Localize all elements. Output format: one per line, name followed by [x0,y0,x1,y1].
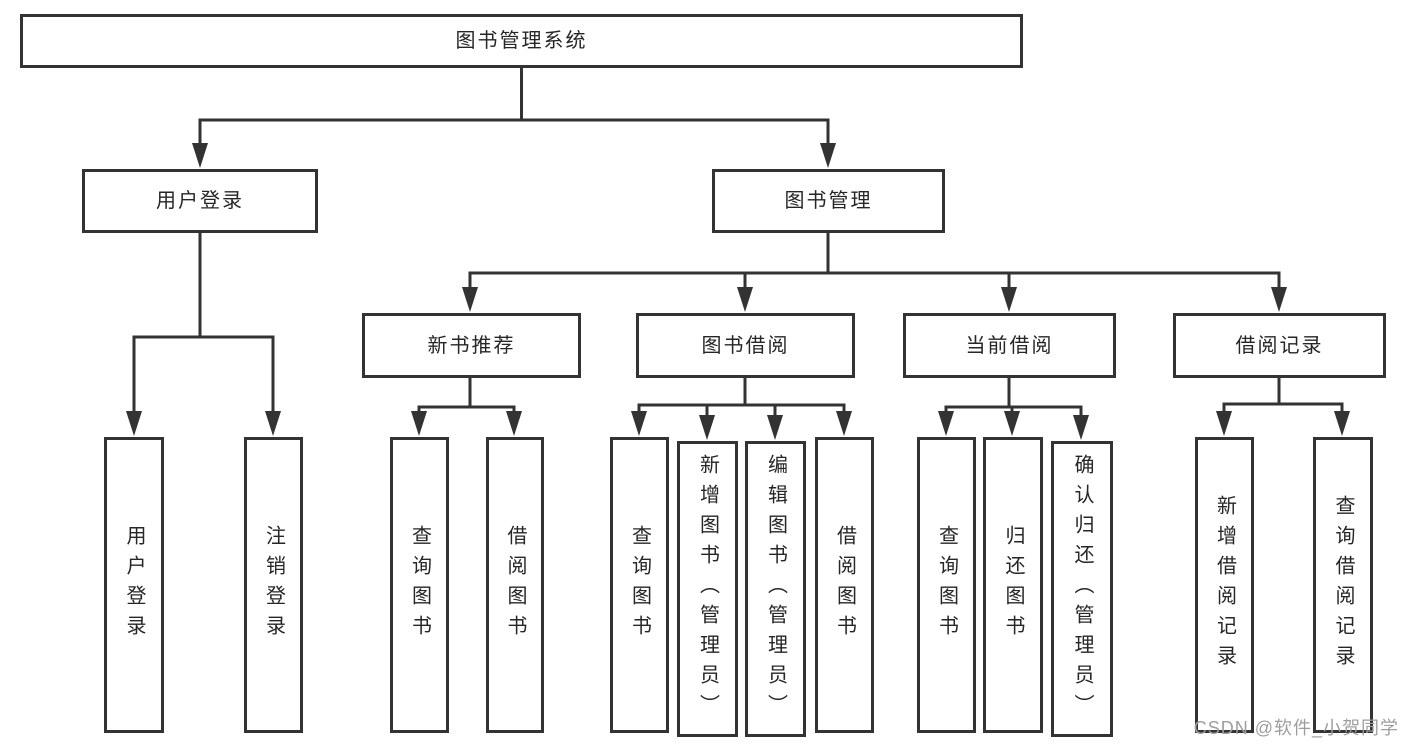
arrowhead [126,411,142,436]
arrowhead [938,411,954,436]
branch-book-borrow [631,376,852,440]
arrowhead [265,411,281,436]
leaf-logout: 注销登录 [244,437,303,733]
arrowhead [1334,411,1350,436]
branch-user-login [126,231,281,436]
branch-book-management [462,231,1287,312]
arrowhead [1004,411,1020,436]
arrowhead [1001,287,1017,312]
node-borrow-records: 借阅记录 [1173,313,1386,378]
branch-root [192,66,836,168]
leaf-user-login: 用户登录 [104,437,164,733]
arrowhead [192,143,208,168]
leaf-current-query: 查询图书 [917,437,976,733]
leaf-borrow-borrow: 借阅图书 [815,437,874,733]
arrowhead [462,287,478,312]
branch-borrow-records [1216,376,1350,436]
leaf-borrow-add-admin: 新增图书（管理员） [677,441,738,737]
arrowhead [1271,287,1287,312]
node-user-login: 用户登录 [82,169,318,233]
leaf-current-return: 归还图书 [983,437,1043,733]
node-book-borrow: 图书借阅 [636,313,855,378]
node-root: 图书管理系统 [20,14,1023,68]
leaf-newbook-query: 查询图书 [390,437,449,733]
leaf-records-query: 查询借阅记录 [1313,437,1373,733]
leaf-current-confirm-admin: 确认归还（管理员） [1051,441,1113,737]
arrowhead [631,411,647,436]
node-new-book-recommend: 新书推荐 [362,313,581,378]
node-book-management: 图书管理 [712,169,945,233]
node-current-borrow: 当前借阅 [903,313,1116,378]
leaf-borrow-edit-admin: 编辑图书（管理员） [745,441,806,737]
branch-new-book [411,376,522,436]
arrowhead [767,415,783,440]
arrowhead [737,287,753,312]
watermark: CSDN @软件_小贺同学 [1193,718,1399,738]
arrowhead [411,411,427,436]
leaf-records-add: 新增借阅记录 [1195,437,1254,733]
arrowhead [506,411,522,436]
leaf-newbook-borrow: 借阅图书 [486,437,544,733]
arrowhead [820,143,836,168]
branch-current-borrow [938,376,1089,440]
arrowhead [1216,411,1232,436]
arrowhead [836,411,852,436]
arrowhead [1073,415,1089,440]
arrowhead [699,415,715,440]
leaf-borrow-query: 查询图书 [610,437,669,733]
